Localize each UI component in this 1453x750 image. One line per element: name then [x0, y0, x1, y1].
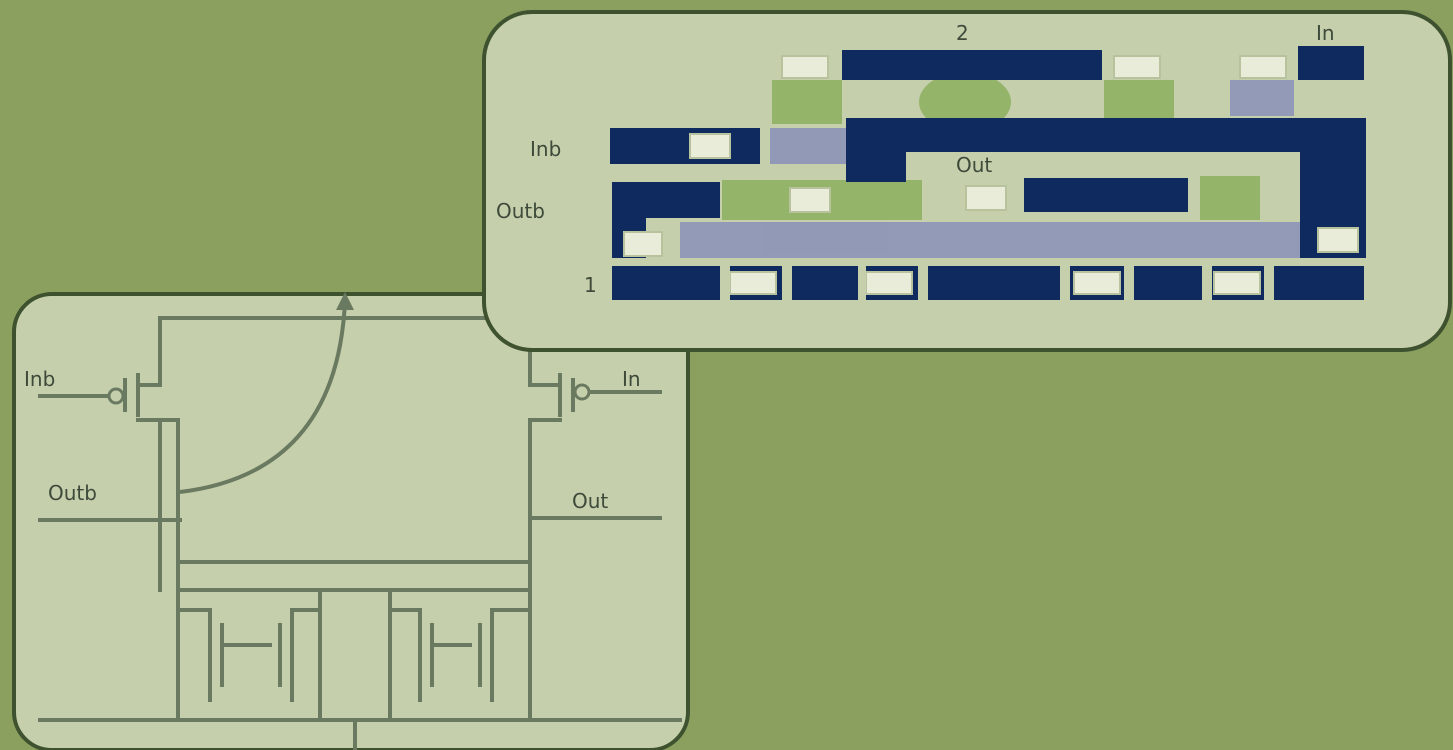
schematic-label-in: In — [622, 367, 641, 391]
layout-panel-frame — [482, 10, 1452, 352]
schematic-label-out: Out — [572, 489, 608, 513]
schematic-label-inb: Inb — [24, 367, 55, 391]
right-pmos-bubble — [573, 383, 591, 401]
layout-label-out: Out — [956, 153, 992, 177]
arrow-head — [336, 292, 354, 310]
layout-label-1: 1 — [584, 273, 597, 297]
schematic-wires — [38, 316, 682, 750]
contact-layer — [623, 55, 1359, 295]
outb-to-layout-arrow — [179, 299, 347, 494]
layout-label-2: 2 — [956, 21, 969, 45]
layout-panel: 2 In Inb Out Outb 1 — [482, 10, 1452, 352]
layout-label-outb: Outb — [496, 199, 545, 223]
schematic-panel-frame — [12, 292, 690, 750]
schematic-panel: Inb Outb In Out — [12, 292, 690, 750]
schematic-label-outb: Outb — [48, 481, 97, 505]
poly-layer — [680, 80, 1360, 258]
rail-gaps — [720, 266, 1274, 300]
layout-label-in: In — [1316, 21, 1335, 45]
left-pmos-bubble — [107, 387, 125, 405]
layout-label-inb: Inb — [530, 137, 561, 161]
